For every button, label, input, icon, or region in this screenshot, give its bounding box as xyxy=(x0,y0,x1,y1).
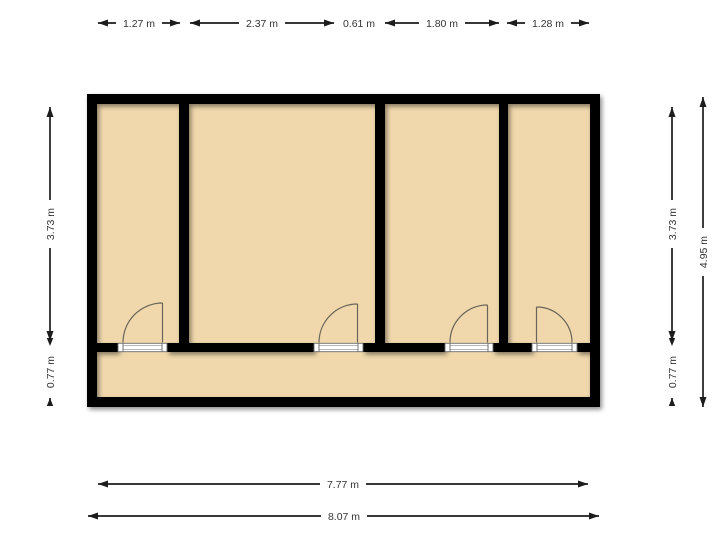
dimension-left-corridor-depth: 0.77 m xyxy=(43,338,57,406)
dimension-arrow xyxy=(578,480,588,488)
dimension-label: 1.80 m xyxy=(426,18,458,30)
corridor-wall-segment xyxy=(577,343,590,352)
dimension-top-4: 1.80 m xyxy=(385,16,499,30)
door-3-swing-arc xyxy=(449,304,488,343)
door-4-swing-arc xyxy=(536,306,573,343)
dimension-label: 0.77 m xyxy=(45,356,57,388)
corridor-wall-segment xyxy=(363,343,445,352)
dimension-arrow xyxy=(668,338,676,346)
corridor-wall-segment xyxy=(97,343,118,352)
dimension-label-bg xyxy=(320,477,366,491)
door-2-panel xyxy=(318,345,359,350)
dimension-arrow xyxy=(324,19,334,27)
dimension-label-bg xyxy=(43,200,57,248)
dimension-label-bg xyxy=(696,228,710,276)
dimension-label-bg xyxy=(665,348,679,396)
dimension-arrow xyxy=(385,19,395,27)
partition-wall-1 xyxy=(179,104,189,352)
dimension-arrow xyxy=(170,19,180,27)
dimension-top-1: 1.27 m xyxy=(98,16,180,30)
dimension-right-corridor-depth: 0.77 m xyxy=(665,338,679,406)
dimension-label-bg xyxy=(43,348,57,396)
door-3 xyxy=(444,304,494,353)
dimension-label: 7.77 m xyxy=(327,479,359,491)
dimension-arrow xyxy=(46,107,54,117)
dimension-label: 8.07 m xyxy=(328,511,360,523)
door-3-panel xyxy=(449,345,489,350)
dimension-label: 0.61 m xyxy=(343,18,375,30)
dimension-bottom-exterior: 8.07 m xyxy=(88,509,599,523)
dimension-label-bg xyxy=(336,16,382,30)
dimension-label: 0.77 m xyxy=(667,356,679,388)
dimension-left-room-depth: 3.73 m xyxy=(43,107,57,341)
corridor-wall-segment xyxy=(167,343,314,352)
dimension-arrow xyxy=(589,512,599,520)
dimension-arrow xyxy=(46,338,54,346)
dimension-label: 1.27 m xyxy=(123,18,155,30)
door-1 xyxy=(117,302,168,353)
door-2-swing-arc xyxy=(318,303,358,343)
dimension-top-5: 1.28 m xyxy=(507,16,589,30)
dimension-arrow xyxy=(88,512,98,520)
corridor-wall-segment xyxy=(493,343,532,352)
dimension-label: 4.95 m xyxy=(698,236,710,268)
dimension-label: 2.37 m xyxy=(246,18,278,30)
door-1-panel xyxy=(122,345,163,350)
dimension-arrow xyxy=(579,19,589,27)
dimension-arrow xyxy=(668,107,676,117)
dimension-label-bg xyxy=(321,509,367,523)
dimension-top-2: 2.37 m xyxy=(190,16,334,30)
dimension-arrow xyxy=(668,331,676,341)
dimension-arrow xyxy=(507,19,517,27)
dimension-label-bg xyxy=(419,16,465,30)
dimension-arrow xyxy=(46,331,54,341)
dimension-arrow xyxy=(699,97,707,107)
door-2 xyxy=(313,303,364,353)
door-1-swing-arc xyxy=(122,302,163,343)
walls xyxy=(87,94,600,407)
dimension-label-bg xyxy=(525,16,571,30)
dimension-arrow xyxy=(668,398,676,406)
dimension-label: 1.28 m xyxy=(532,18,564,30)
dimension-label: 3.73 m xyxy=(667,208,679,240)
doors xyxy=(117,302,578,353)
dimension-arrow xyxy=(190,19,200,27)
partition-wall-2 xyxy=(375,104,385,352)
dimension-arrow xyxy=(98,480,108,488)
dimension-arrow xyxy=(699,397,707,407)
corridor-wall xyxy=(97,343,590,352)
dimension-label: 3.73 m xyxy=(45,208,57,240)
partition-wall-3 xyxy=(499,104,508,352)
dimension-label-bg xyxy=(239,16,285,30)
dimension-right-total-depth: 4.95 m xyxy=(696,97,710,407)
dimension-arrow xyxy=(46,398,54,406)
dimension-label-bg xyxy=(116,16,162,30)
dimension-right-room-depth: 3.73 m xyxy=(665,107,679,341)
dimension-bottom-interior: 7.77 m xyxy=(98,477,588,491)
dimension-label-bg xyxy=(665,200,679,248)
door-4 xyxy=(531,306,578,353)
door-4-panel xyxy=(536,345,573,350)
floor-area xyxy=(87,94,600,407)
dimension-arrow xyxy=(489,19,499,27)
dimension-top-3: 0.61 m xyxy=(336,16,382,30)
dimension-arrow xyxy=(98,19,108,27)
